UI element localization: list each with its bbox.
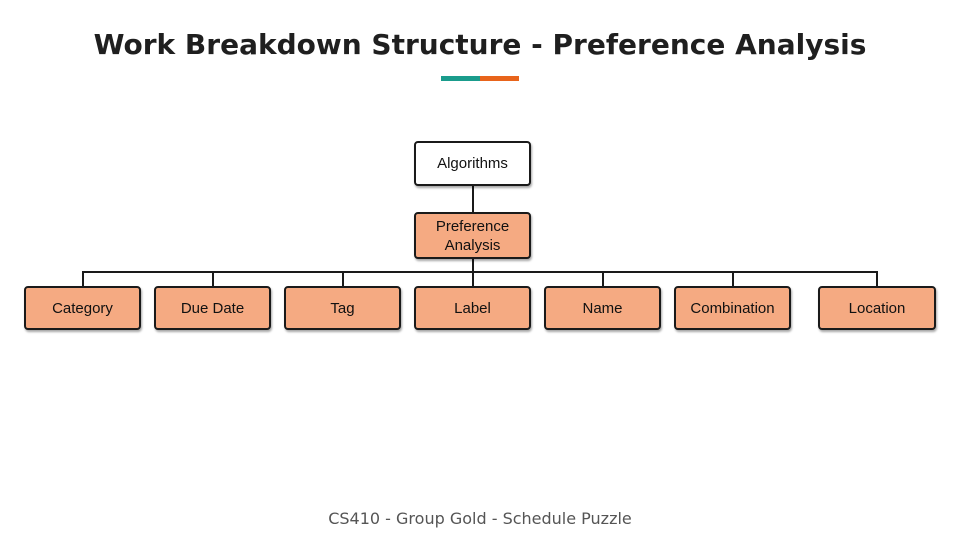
connector-parent-down xyxy=(472,258,474,272)
node-due-date: Due Date xyxy=(154,286,271,330)
connector-child xyxy=(876,271,878,287)
title-accent-orange xyxy=(480,76,519,81)
slide-footer: CS410 - Group Gold - Schedule Puzzle xyxy=(328,509,632,528)
connector-child xyxy=(472,271,474,287)
connector-child xyxy=(732,271,734,287)
title-accent-teal xyxy=(441,76,480,81)
slide-title: Work Breakdown Structure - Preference An… xyxy=(93,28,867,61)
node-label: Label xyxy=(414,286,531,330)
node-combination: Combination xyxy=(674,286,791,330)
connector-child xyxy=(602,271,604,287)
connector-child xyxy=(342,271,344,287)
node-category: Category xyxy=(24,286,141,330)
connector-child xyxy=(82,271,84,287)
node-algorithms: Algorithms xyxy=(414,141,531,186)
node-location: Location xyxy=(818,286,936,330)
node-preference-analysis: Preference Analysis xyxy=(414,212,531,259)
connector-child xyxy=(212,271,214,287)
node-tag: Tag xyxy=(284,286,401,330)
connector-root-to-parent xyxy=(472,185,474,213)
node-name: Name xyxy=(544,286,661,330)
connector-horizontal-bar xyxy=(82,271,878,273)
